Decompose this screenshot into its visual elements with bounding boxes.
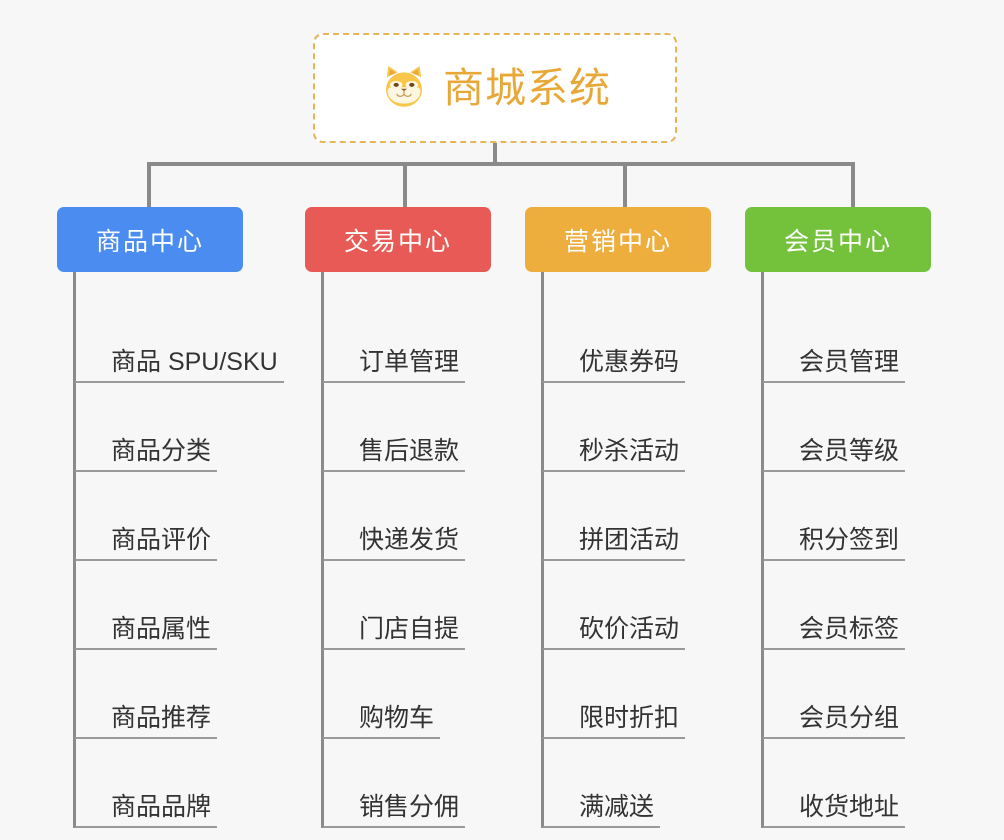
list-item-label: 销售分佣 bbox=[353, 793, 466, 828]
list-item[interactable]: 销售分佣 bbox=[321, 739, 491, 828]
category-column-1: 商品中心 商品 SPU/SKU 商品分类 商品评价 商品属性 商品推荐 bbox=[57, 207, 284, 828]
list-item-label: 订单管理 bbox=[353, 348, 466, 383]
leaf-tick bbox=[543, 381, 575, 383]
list-item[interactable]: 商品 SPU/SKU bbox=[73, 294, 284, 383]
list-item-label: 会员等级 bbox=[793, 437, 906, 472]
leaf-tick bbox=[75, 826, 107, 828]
category-header-4[interactable]: 会员中心 bbox=[745, 207, 931, 272]
leaf-tick bbox=[543, 648, 575, 650]
list-item-label: 商品推荐 bbox=[105, 704, 218, 739]
root-title: 商城系统 bbox=[443, 64, 611, 111]
branch-drop-connector-1 bbox=[147, 162, 151, 207]
leaf-tick bbox=[323, 381, 355, 383]
list-item-label: 商品品牌 bbox=[105, 793, 218, 828]
list-item-label: 限时折扣 bbox=[573, 704, 686, 739]
list-item-label: 砍价活动 bbox=[573, 615, 686, 650]
leaf-tick bbox=[75, 470, 107, 472]
leaf-tick bbox=[763, 826, 795, 828]
list-item-label: 拼团活动 bbox=[573, 526, 686, 561]
category-spine-3 bbox=[541, 272, 544, 828]
list-item-label: 优惠券码 bbox=[573, 348, 686, 383]
list-item[interactable]: 会员标签 bbox=[761, 561, 931, 650]
list-item[interactable]: 售后退款 bbox=[321, 383, 491, 472]
list-item[interactable]: 砍价活动 bbox=[541, 561, 711, 650]
list-item-label: 售后退款 bbox=[353, 437, 466, 472]
leaf-tick bbox=[323, 826, 355, 828]
category-spine-2 bbox=[321, 272, 324, 828]
leaf-tick bbox=[543, 737, 575, 739]
list-item[interactable]: 快递发货 bbox=[321, 472, 491, 561]
branch-drop-connector-3 bbox=[623, 162, 627, 207]
list-item-label: 商品 SPU/SKU bbox=[105, 348, 284, 383]
list-item[interactable]: 满减送 bbox=[541, 739, 711, 828]
list-item-label: 积分签到 bbox=[793, 526, 906, 561]
list-item[interactable]: 商品推荐 bbox=[73, 650, 243, 739]
trunk-stem-connector bbox=[493, 143, 497, 165]
leaf-tick bbox=[763, 470, 795, 472]
leaf-tick bbox=[763, 648, 795, 650]
list-item[interactable]: 拼团活动 bbox=[541, 472, 711, 561]
trunk-horizontal-connector bbox=[149, 162, 855, 166]
list-item-label: 会员分组 bbox=[793, 704, 906, 739]
list-item[interactable]: 商品分类 bbox=[73, 383, 243, 472]
leaf-tick bbox=[75, 648, 107, 650]
list-item-label: 收货地址 bbox=[793, 793, 906, 828]
list-item[interactable]: 会员管理 bbox=[761, 294, 931, 383]
list-item-label: 秒杀活动 bbox=[573, 437, 686, 472]
leaf-tick bbox=[323, 737, 355, 739]
list-item[interactable]: 会员等级 bbox=[761, 383, 931, 472]
list-item-label: 商品分类 bbox=[105, 437, 218, 472]
leaf-tick bbox=[543, 470, 575, 472]
leaf-tick bbox=[763, 381, 795, 383]
leaf-tick bbox=[323, 470, 355, 472]
category-spine-4 bbox=[761, 272, 764, 828]
leaf-tick bbox=[323, 648, 355, 650]
leaf-tick bbox=[763, 559, 795, 561]
list-item[interactable]: 优惠券码 bbox=[541, 294, 711, 383]
category-column-4: 会员中心 会员管理 会员等级 积分签到 会员标签 会员分组 bbox=[745, 207, 931, 828]
category-header-2[interactable]: 交易中心 bbox=[305, 207, 491, 272]
list-item[interactable]: 订单管理 bbox=[321, 294, 491, 383]
list-item-label: 会员管理 bbox=[793, 348, 906, 383]
list-item-label: 快递发货 bbox=[353, 526, 466, 561]
category-items-4: 会员管理 会员等级 积分签到 会员标签 会员分组 收货地址 bbox=[761, 272, 931, 828]
leaf-tick bbox=[543, 559, 575, 561]
category-items-1: 商品 SPU/SKU 商品分类 商品评价 商品属性 商品推荐 商品品牌 bbox=[73, 272, 284, 828]
shiba-dog-face-icon bbox=[386, 66, 422, 107]
list-item-label: 门店自提 bbox=[353, 615, 466, 650]
category-spine-1 bbox=[73, 272, 76, 828]
list-item[interactable]: 商品评价 bbox=[73, 472, 243, 561]
category-column-3: 营销中心 优惠券码 秒杀活动 拼团活动 砍价活动 限时折扣 bbox=[525, 207, 711, 828]
category-column-2: 交易中心 订单管理 售后退款 快递发货 门店自提 购物车 bbox=[305, 207, 491, 828]
list-item[interactable]: 商品属性 bbox=[73, 561, 243, 650]
leaf-tick bbox=[543, 826, 575, 828]
list-item[interactable]: 积分签到 bbox=[761, 472, 931, 561]
branch-drop-connector-2 bbox=[403, 162, 407, 207]
list-item[interactable]: 购物车 bbox=[321, 650, 491, 739]
leaf-tick bbox=[763, 737, 795, 739]
list-item-label: 商品属性 bbox=[105, 615, 218, 650]
list-item[interactable]: 门店自提 bbox=[321, 561, 491, 650]
list-item-label: 满减送 bbox=[573, 793, 661, 828]
list-item[interactable]: 秒杀活动 bbox=[541, 383, 711, 472]
list-item-label: 会员标签 bbox=[793, 615, 906, 650]
list-item[interactable]: 限时折扣 bbox=[541, 650, 711, 739]
category-items-2: 订单管理 售后退款 快递发货 门店自提 购物车 销售分佣 bbox=[321, 272, 491, 828]
leaf-tick bbox=[323, 559, 355, 561]
list-item[interactable]: 会员分组 bbox=[761, 650, 931, 739]
leaf-tick bbox=[75, 559, 107, 561]
category-header-3[interactable]: 营销中心 bbox=[525, 207, 711, 272]
category-header-1[interactable]: 商品中心 bbox=[57, 207, 243, 272]
list-item-label: 商品评价 bbox=[105, 526, 218, 561]
leaf-tick bbox=[75, 381, 107, 383]
leaf-tick bbox=[75, 737, 107, 739]
list-item[interactable]: 收货地址 bbox=[761, 739, 931, 828]
list-item[interactable]: 商品品牌 bbox=[73, 739, 243, 828]
root-node[interactable]: 商城系统 bbox=[313, 33, 677, 143]
branch-drop-connector-4 bbox=[851, 162, 855, 207]
list-item-label: 购物车 bbox=[353, 704, 441, 739]
category-items-3: 优惠券码 秒杀活动 拼团活动 砍价活动 限时折扣 满减送 bbox=[541, 272, 711, 828]
